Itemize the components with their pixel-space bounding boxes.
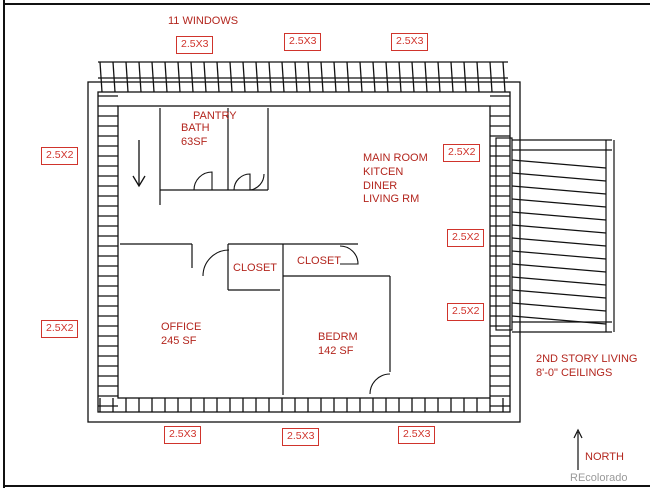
window-label: 2.5X2 <box>447 303 485 321</box>
window-label: 2.5X2 <box>41 147 79 165</box>
window-label: 2.5X3 <box>176 36 214 54</box>
room-label-office: OFFICE 245 SF <box>161 321 202 347</box>
room-label-main: MAIN ROOM KITCEN DINER LIVING RM <box>363 152 428 206</box>
watermark: REcolorado <box>570 472 628 484</box>
stair-arrow-icon <box>132 140 146 188</box>
room-label-bath: BATH 63SF <box>181 122 210 148</box>
window-label: 2.5X3 <box>284 33 322 51</box>
room-label-bedroom: BEDRM 142 SF <box>318 331 358 357</box>
doors <box>193 171 391 395</box>
wall-studs <box>98 61 510 412</box>
window-label: 2.5X2 <box>447 229 485 247</box>
floor-note: 2ND STORY LIVING 8'-0" CEILINGS <box>536 353 638 379</box>
window-label: 2.5X3 <box>282 428 320 446</box>
window-label: 2.5X2 <box>443 144 481 162</box>
plan-title: 11 WINDOWS <box>168 15 239 27</box>
north-label: NORTH <box>585 451 624 463</box>
room-label-closet: CLOSET <box>297 255 342 267</box>
north-arrow-icon <box>573 428 583 470</box>
room-label-pantry: PANTRY <box>193 110 237 122</box>
window-label: 2.5X3 <box>398 426 436 444</box>
deck-boards <box>511 159 607 325</box>
room-label-closet: CLOSET <box>233 262 278 274</box>
deck <box>495 137 615 333</box>
window-label: 2.5X3 <box>164 426 202 444</box>
window-label: 2.5X2 <box>41 320 79 338</box>
window-label: 2.5X3 <box>391 33 429 51</box>
